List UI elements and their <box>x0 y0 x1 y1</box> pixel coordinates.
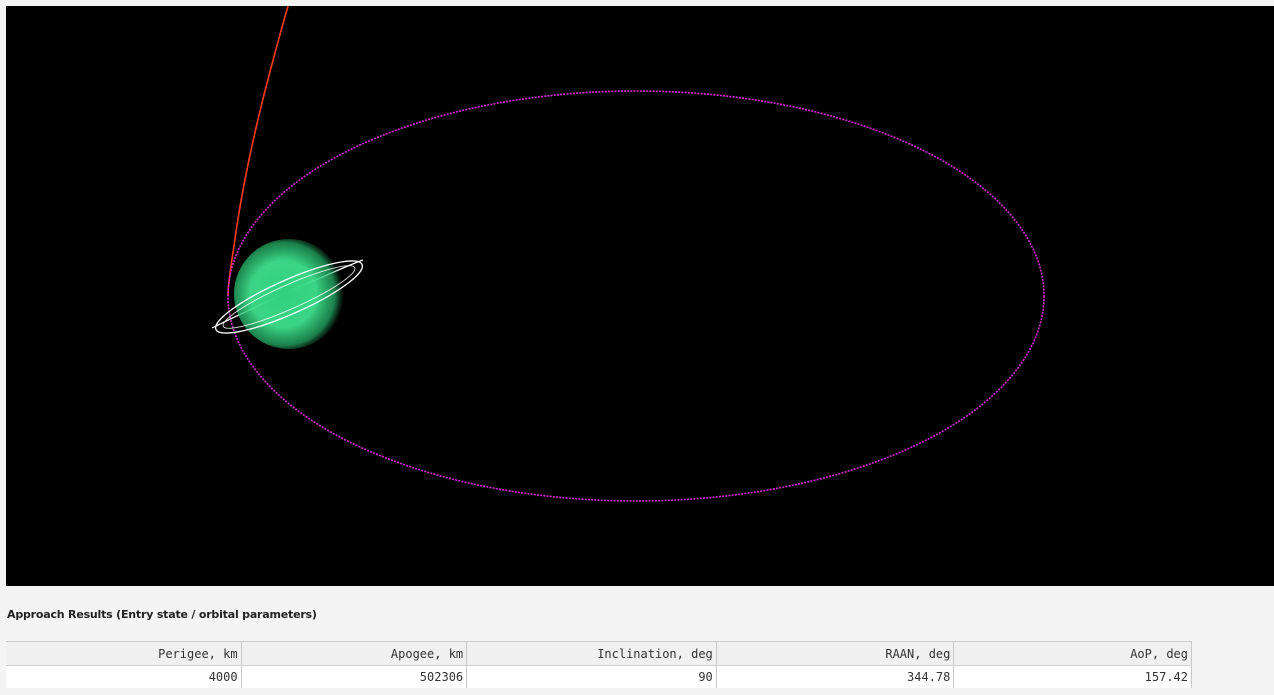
perigee-value: 4000 <box>6 665 242 688</box>
column-header-raan[interactable]: RAAN, deg <box>716 641 955 666</box>
orbit-scene <box>211 6 1045 502</box>
column-header-perigee[interactable]: Perigee, km <box>6 641 242 666</box>
raan-value: 344.78 <box>716 665 955 688</box>
planet-ring-inner <box>222 265 356 329</box>
panel-title: Approach Results (Entry state / orbital … <box>7 608 317 621</box>
planet-ring-front <box>214 260 364 334</box>
column-header-aop[interactable]: AoP, deg <box>953 641 1192 666</box>
column-header-apogee[interactable]: Apogee, km <box>241 641 468 666</box>
inclination-value: 90 <box>466 665 717 688</box>
planet <box>234 239 344 349</box>
column-header-inclination[interactable]: Inclination, deg <box>466 641 717 666</box>
orbit-3d-viewport[interactable] <box>6 6 1274 586</box>
table-row[interactable]: 4000 502306 90 344.78 157.42 <box>6 665 1192 688</box>
results-table: Perigee, km Apogee, km Inclination, deg … <box>6 641 1192 688</box>
apogee-value: 502306 <box>241 665 468 688</box>
table-header-row: Perigee, km Apogee, km Inclination, deg … <box>6 641 1192 666</box>
aop-value: 157.42 <box>953 665 1192 688</box>
target-orbit <box>227 90 1045 502</box>
approach-results-panel: Approach Results (Entry state / orbital … <box>0 586 1274 695</box>
